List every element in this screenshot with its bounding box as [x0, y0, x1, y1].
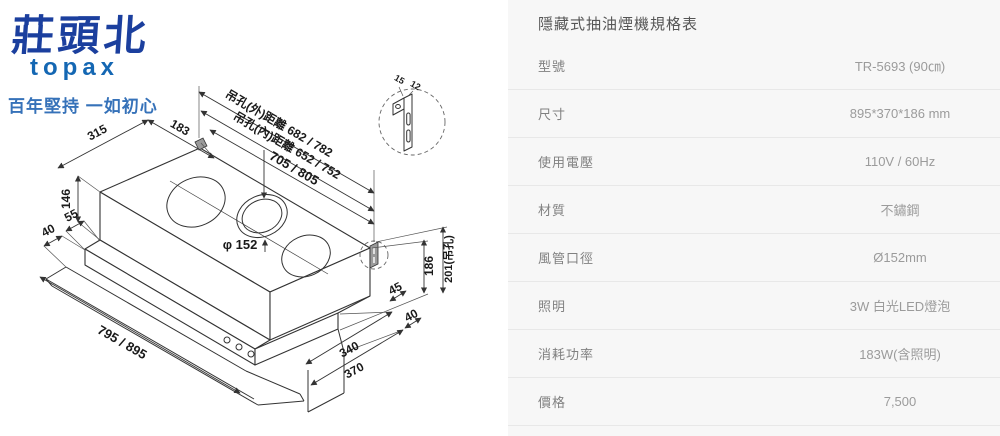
spec-value: 110V / 60Hz: [864, 154, 936, 169]
dim-body-height: 146: [59, 189, 73, 209]
dim-step-55: 55: [62, 206, 81, 225]
dim-duct-diameter: φ 152: [223, 237, 258, 252]
spec-row-duct: 風管口徑 Ø152mm: [508, 234, 1000, 282]
brand-logo-latin: topax: [30, 54, 120, 81]
spec-label: 價格: [538, 395, 567, 410]
spec-row-model: 型號 TR-5693 (90㎝): [508, 42, 1000, 90]
bracket-detail: 15 12: [378, 73, 446, 156]
spec-label: 尺寸: [538, 107, 567, 122]
dim-depth-back: 315: [85, 121, 110, 143]
dim-bottom-depth-outer: 370: [342, 359, 367, 381]
spec-label: 型號: [538, 59, 567, 74]
spec-value: Ø152mm: [873, 250, 927, 265]
spec-value: 7,500: [883, 394, 917, 409]
dim-bracket-12: 12: [409, 79, 423, 93]
dim-step-40-left: 40: [39, 221, 58, 240]
spec-table-title: 隱藏式抽油煙機規格表: [538, 16, 699, 33]
dim-height-186: 186: [422, 256, 436, 276]
spec-row-material: 材質 不鏽鋼: [508, 186, 1000, 234]
dimension-lines: [39, 91, 447, 394]
dim-bracket-15: 15: [393, 73, 407, 87]
spec-label: 使用電壓: [538, 155, 595, 170]
spec-label: 材質: [538, 203, 567, 218]
spec-row-size: 尺寸 895*370*186 mm: [508, 90, 1000, 138]
spec-row-power: 消耗功率 183W(含照明): [508, 330, 1000, 378]
spec-label: 消耗功率: [538, 347, 595, 362]
spec-row-voltage: 使用電壓 110V / 60Hz: [508, 138, 1000, 186]
brand-slogan: 百年堅持 一如初心: [8, 97, 158, 116]
spec-label: 照明: [538, 299, 567, 314]
product-drawing-panel: 莊頭北 topax 百年堅持 一如初心: [8, 12, 455, 413]
spec-row-lighting: 照明 3W 白光LED燈泡: [508, 282, 1000, 330]
spec-value: 895*370*186 mm: [849, 106, 951, 121]
dim-step-45: 45: [386, 279, 405, 298]
spec-value: TR-5693 (90㎝): [854, 59, 946, 74]
spec-value: 不鏽鋼: [880, 203, 920, 218]
dim-height-201: 201(吊孔): [442, 235, 455, 283]
dim-bracket-offset: 183: [168, 116, 193, 138]
dimension-drawing: 吊孔(外)距離 682 / 782 吊孔(內)距離 652 / 752 705 …: [39, 73, 455, 413]
spec-row-price: 價格 7,500: [508, 378, 1000, 426]
dim-step-40-right: 40: [402, 306, 421, 325]
dim-bottom-width: 795 / 895: [95, 322, 149, 362]
spec-value: 3W 白光LED燈泡: [849, 299, 951, 314]
spec-label: 風管口徑: [538, 251, 595, 266]
spec-value: 183W(含照明): [859, 347, 941, 362]
spec-table: 隱藏式抽油煙機規格表 型號 TR-5693 (90㎝) 尺寸 895*370*1…: [508, 0, 1000, 436]
